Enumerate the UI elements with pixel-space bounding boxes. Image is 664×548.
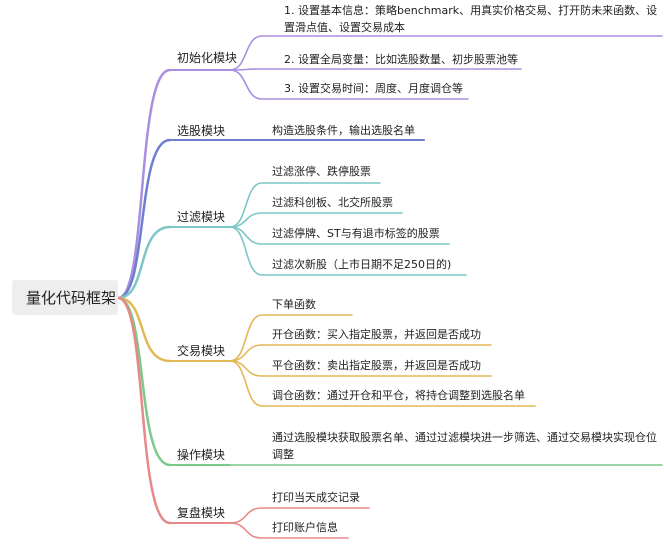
branch-0-leaf-0-connector	[229, 35, 663, 71]
root-to-branch-0-connector	[116, 68, 172, 300]
leaf-trade-open: 开仓函数：买入指定股票，并返回是否成功	[272, 328, 481, 341]
branch-0-leaf-1-connector	[229, 68, 522, 71]
leaf-filter-board: 过滤科创板、北交所股票	[272, 196, 393, 209]
branch-3-leaf-1-connector	[229, 344, 492, 362]
leaf-filter-limit: 过滤涨停、跌停股票	[272, 165, 371, 178]
leaf-filter-new: 过滤次新股（上市日期不足250日的)	[272, 258, 452, 271]
root-to-branch-2-connector	[116, 225, 172, 300]
root-node-label: 量化代码框架	[26, 289, 117, 307]
leaf-trade-rebalance: 调仓函数：通过开仓和平仓，将持仓调整到选股名单	[272, 389, 525, 402]
branch-select-label: 选股模块	[177, 124, 226, 138]
leaf-select-conditions: 构造选股条件，输出选股名单	[272, 124, 415, 137]
branch-review-label: 复盘模块	[177, 506, 226, 520]
leaf-init-global-vars: 2. 设置全局变量：比如选股数量、初步股票池等	[284, 53, 518, 66]
branch-2-leaf-3-connector	[229, 226, 467, 276]
branch-2-leaf-1-connector	[229, 212, 403, 228]
root-to-branch-3-connector	[116, 296, 172, 363]
branch-3-leaf-3-connector	[229, 360, 536, 407]
leaf-operate-flow: 通过选股模块获取股票名单、通过过滤模块进一步筛选、通过交易模块实现仓位调整	[272, 431, 657, 461]
leaf-trade-close: 平仓函数：卖出指定股票，并返回是否成功	[272, 359, 481, 372]
leaf-init-trade-time: 3. 设置交易时间：周度、月度调仓等	[284, 82, 463, 95]
root-node	[12, 280, 118, 315]
leaf-filter-st: 过滤停牌、ST与有退市标签的股票	[272, 227, 440, 240]
branch-operate-label: 操作模块	[177, 448, 226, 462]
branch-trade-label: 交易模块	[177, 344, 226, 358]
leaf-trade-order: 下单函数	[272, 298, 316, 311]
leaf-init-basic-info: 1. 设置基本信息：策略benchmark、用真实价格交易、打开防未来函数、设置…	[284, 4, 658, 34]
branch-5-leaf-0-connector	[229, 507, 370, 524]
branch-2-leaf-0-connector	[229, 182, 381, 228]
root-to-branch-5-connector	[116, 296, 172, 525]
branch-filter-label: 过滤模块	[177, 210, 226, 224]
leaf-review-account: 打印账户信息	[272, 521, 338, 534]
branch-0-leaf-2-connector	[229, 69, 469, 100]
branch-init-label: 初始化模块	[177, 51, 238, 65]
branch-5-leaf-1-connector	[229, 522, 349, 539]
root-to-branch-1-connector	[116, 138, 172, 300]
leaf-review-trades: 打印当天成交记录	[272, 491, 360, 504]
branch-3-leaf-0-connector	[229, 314, 353, 362]
root-to-branch-4-connector	[116, 296, 172, 467]
